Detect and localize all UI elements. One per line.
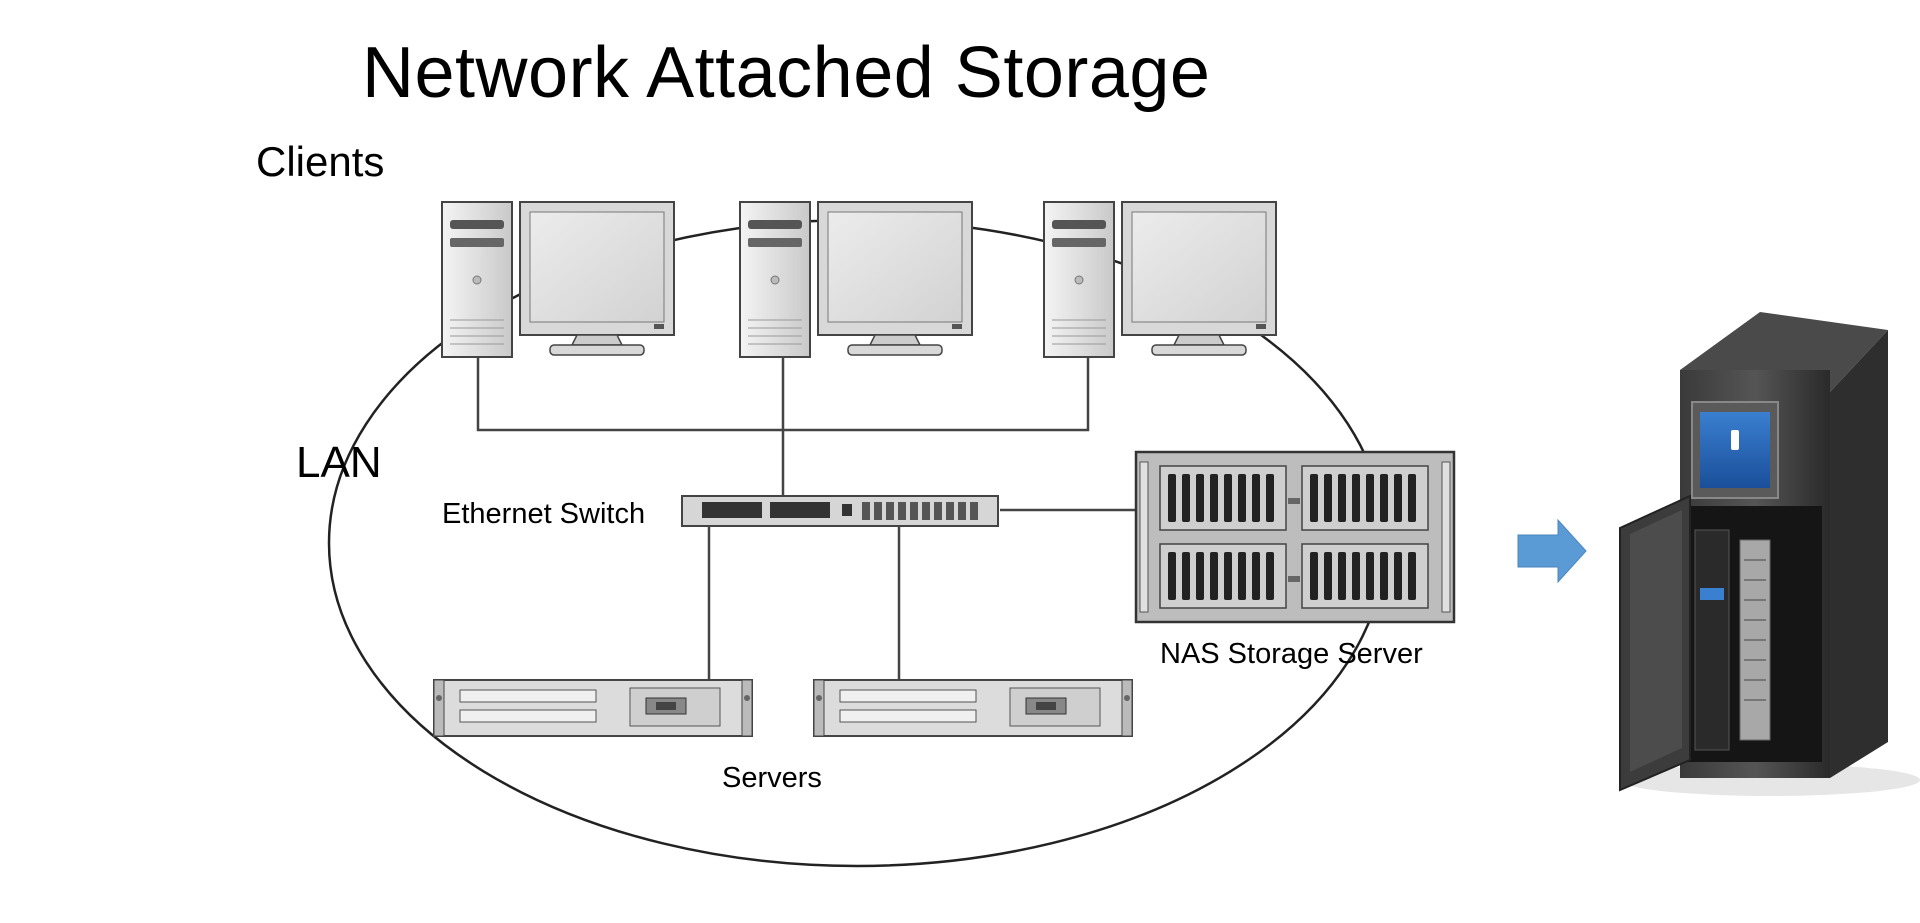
arrow-right-icon: [1517, 518, 1587, 584]
lan-label: LAN: [296, 438, 382, 487]
nas-device-icon: [1619, 312, 1920, 796]
client-3-desktop-computer-icon: [1043, 201, 1277, 358]
nas-rack-icon: [1134, 450, 1456, 624]
server-1-rack-server-icon: [433, 679, 753, 737]
ethernet-switch-label: Ethernet Switch: [442, 498, 646, 530]
client-2-desktop-computer-icon: [739, 201, 973, 358]
page-title: Network Attached Storage: [362, 33, 1211, 113]
servers-label: Servers: [722, 762, 822, 794]
client-1-desktop-computer-icon: [441, 201, 675, 358]
ethernet-switch-icon: [681, 495, 999, 527]
server-2-rack-server-icon: [813, 679, 1133, 737]
clients-label: Clients: [256, 138, 385, 185]
connection-lines: [476, 357, 1136, 680]
nas-storage-server-label: NAS Storage Server: [1160, 638, 1423, 670]
